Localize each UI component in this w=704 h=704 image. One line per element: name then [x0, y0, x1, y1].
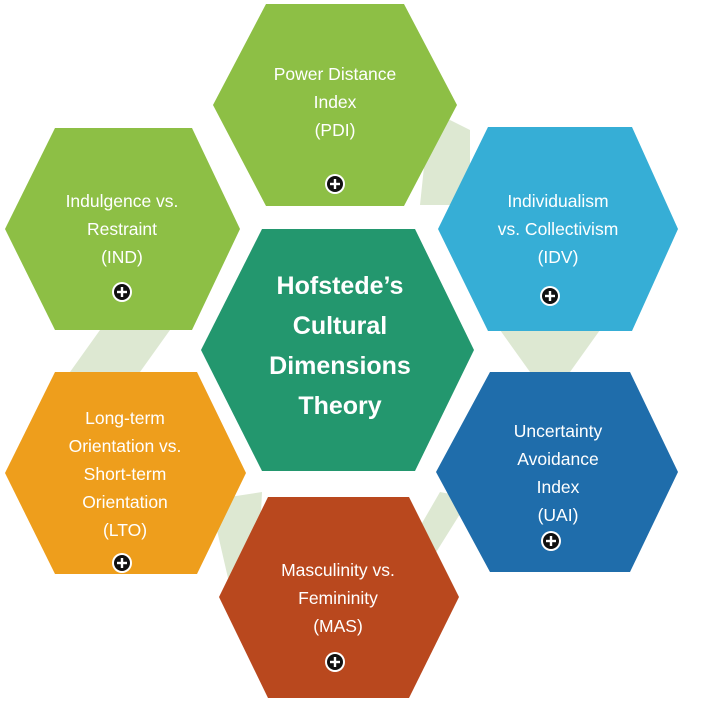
hex-idv[interactable] [438, 127, 678, 331]
label-line: Index [313, 92, 357, 112]
plus-circle-icon [114, 284, 130, 300]
plus-circle-icon [542, 288, 558, 304]
connector-lto-ind [70, 330, 170, 372]
label-line: Avoidance [517, 449, 599, 469]
label-line: (UAI) [537, 505, 579, 525]
label-line: Long-term [85, 408, 165, 428]
mas-expand-button[interactable] [325, 652, 345, 672]
label-line: Power Distance [273, 64, 397, 84]
label-line: Restraint [86, 219, 158, 239]
plus-circle-icon [327, 654, 343, 670]
label-line: Masculinity vs. [281, 560, 395, 580]
label-line: Orientation [82, 492, 168, 512]
pdi-label: Power Distance Index (PDI) [235, 60, 435, 144]
uai-expand-button[interactable] [541, 531, 561, 551]
label-line: (IND) [101, 247, 143, 267]
hex-pdi[interactable] [213, 4, 457, 206]
label-line: (IDV) [537, 247, 579, 267]
pdi-expand-button[interactable] [325, 174, 345, 194]
label-line: Individualism [507, 191, 609, 211]
label-line: (LTO) [102, 520, 148, 540]
label-line: Short-term [83, 464, 167, 484]
label-line: (PDI) [314, 120, 356, 140]
idv-expand-button[interactable] [540, 286, 560, 306]
label-line: Index [536, 477, 580, 497]
hex-uai[interactable] [436, 372, 678, 572]
plus-circle-icon [114, 555, 130, 571]
lto-label: Long-term Orientation vs. Short-term Ori… [25, 404, 225, 544]
center-title-line: Hofstede’s [276, 272, 404, 300]
idv-label: Individualism vs. Collectivism (IDV) [458, 187, 658, 271]
hex-mas[interactable] [219, 497, 459, 698]
uai-label: Uncertainty Avoidance Index (UAI) [458, 417, 658, 529]
center-title-line: Cultural [292, 312, 388, 340]
label-line: Indulgence vs. [65, 191, 179, 211]
hex-center [201, 229, 474, 471]
hex-ind[interactable] [5, 128, 240, 330]
connector-idv-uai [500, 330, 600, 372]
center-title: Hofstede’s Cultural Dimensions Theory [230, 266, 450, 426]
ind-expand-button[interactable] [112, 282, 132, 302]
label-line: Femininity [298, 588, 378, 608]
label-line: Uncertainty [513, 421, 603, 441]
center-title-line: Dimensions [269, 352, 411, 380]
center-title-line: Theory [298, 392, 382, 420]
lto-expand-button[interactable] [112, 553, 132, 573]
plus-circle-icon [327, 176, 343, 192]
label-line: Orientation vs. [68, 436, 182, 456]
ind-label: Indulgence vs. Restraint (IND) [22, 187, 222, 271]
plus-circle-icon [543, 533, 559, 549]
label-line: vs. Collectivism [497, 219, 619, 239]
mas-label: Masculinity vs. Femininity (MAS) [238, 556, 438, 640]
label-line: (MAS) [313, 616, 363, 636]
hex-lto[interactable] [5, 372, 246, 574]
